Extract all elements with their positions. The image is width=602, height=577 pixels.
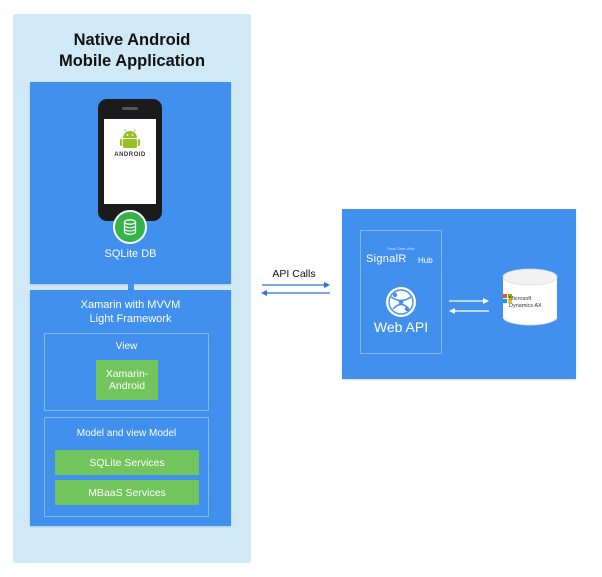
signalr-logo: SignalR xyxy=(366,253,407,265)
globe-icon xyxy=(386,287,416,317)
mbaas-services-block: MBaaS Services xyxy=(55,480,199,505)
model-layer-label: Model and view Model xyxy=(76,428,177,439)
xamarin-android-block: Xamarin- Android xyxy=(96,360,158,400)
xamarin-android-line-1: Xamarin- xyxy=(105,368,149,380)
dynamics-line-2: Dynamics AX xyxy=(509,302,542,309)
framework-title: Xamarin with MVVM Light Framework xyxy=(30,298,231,326)
xamarin-android-line-2: Android xyxy=(108,380,146,392)
dynamics-sync-arrows xyxy=(449,298,489,314)
model-layer-box xyxy=(44,417,209,517)
framework-title-line-1: Xamarin with MVVM xyxy=(80,299,181,311)
hub-label: Hub xyxy=(418,256,433,265)
dynamics-line-1: Microsoft xyxy=(509,296,532,302)
signalr-tagline: Real-Time Web xyxy=(387,246,415,251)
sqlite-services-block: SQLite Services xyxy=(55,450,199,475)
dynamics-ax-label: Microsoft Dynamics AX xyxy=(509,296,555,309)
web-api-box xyxy=(360,230,442,354)
web-api-label: Web API xyxy=(373,319,429,335)
mobile-app-title: Native Android Mobile Application xyxy=(13,30,251,72)
sqlite-db-badge xyxy=(113,210,147,244)
android-icon xyxy=(120,129,140,148)
title-line-2: Mobile Application xyxy=(58,52,206,70)
api-calls-arrows xyxy=(261,282,330,296)
view-layer-label: View xyxy=(115,341,138,352)
database-icon xyxy=(123,219,137,235)
android-wordmark: ANDROID xyxy=(114,152,146,158)
framework-title-line-2: Light Framework xyxy=(89,313,172,325)
view-layer-box xyxy=(44,333,209,411)
database-cylinder-icon xyxy=(502,268,558,326)
box-connector xyxy=(128,284,134,290)
title-line-1: Native Android xyxy=(73,31,191,49)
sqlite-db-label: SQLite DB xyxy=(104,248,157,260)
api-calls-label: API Calls xyxy=(272,268,316,280)
phone-speaker xyxy=(122,107,138,110)
microsoft-logo-icon xyxy=(503,294,512,303)
